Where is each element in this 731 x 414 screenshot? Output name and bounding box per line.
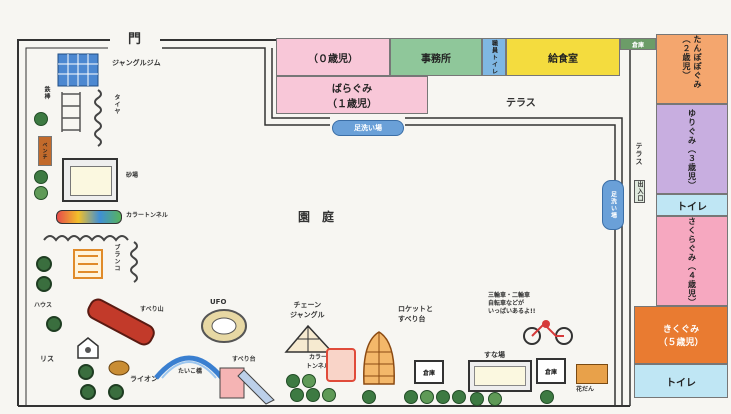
bush xyxy=(286,374,300,388)
bush xyxy=(290,388,304,402)
color-tunnel2-label: カラー トンネル xyxy=(306,354,330,370)
room-age0: （０歳児） xyxy=(276,38,390,76)
tire-icon xyxy=(94,89,102,147)
tire-label: タイヤ xyxy=(113,94,120,115)
jungle-gym-icon xyxy=(57,53,99,87)
bush xyxy=(362,390,376,404)
room-toilet-2: トイレ xyxy=(634,364,728,398)
sandpit-label: すな場 xyxy=(484,351,505,359)
bush xyxy=(420,390,434,404)
bush xyxy=(540,390,554,404)
room-corner: 倉庫 xyxy=(620,38,656,50)
sandbox-icon xyxy=(62,158,118,202)
bush xyxy=(306,388,320,402)
lion-icon xyxy=(108,360,130,376)
room-staff-toilet: 職員トイレ xyxy=(482,38,506,76)
ufo-icon xyxy=(201,309,247,343)
color-tunnel-label: カラートンネル xyxy=(126,212,168,219)
chain-jungle-label: チェーン ジャングル xyxy=(290,301,325,319)
bush xyxy=(34,170,48,184)
rocket-label: ロケットと すべり台 xyxy=(398,305,433,323)
yard-label: 園 庭 xyxy=(298,210,335,224)
rocket-icon xyxy=(363,331,395,385)
footwash-top: 足洗い場 xyxy=(332,120,404,136)
room-kiku-name: きくぐみ xyxy=(662,325,700,335)
bush xyxy=(322,388,336,402)
jungle-gym-label: ジャングルジム xyxy=(112,59,161,67)
bicycle-icon xyxy=(523,320,573,345)
slide-label: すべり台 xyxy=(232,356,256,363)
iron-bars-label: 鉄棒 xyxy=(43,86,50,100)
room-bara: ばらぐみ （１歳児） xyxy=(276,76,428,114)
entrance-side-label: 出入口 xyxy=(634,180,645,203)
swing-icon xyxy=(43,235,138,283)
room-kiku-age: （５歳児） xyxy=(658,338,704,348)
flowerbed-label: 花だん xyxy=(576,386,595,393)
tree xyxy=(46,316,62,332)
room-kiku: きくぐみ （５歳児） xyxy=(634,306,728,364)
bridge-icon xyxy=(154,355,224,380)
bench-box: ベンチ xyxy=(38,136,52,166)
slide-icon xyxy=(219,367,275,405)
sandbox-label: 砂場 xyxy=(126,172,139,179)
tree xyxy=(36,256,52,272)
terrace-label: テラス xyxy=(506,98,536,109)
storehouse-1: 倉庫 xyxy=(414,360,444,384)
footwash-right: 足洗い場 xyxy=(602,180,624,230)
bush xyxy=(452,390,466,404)
room-yuri: ゆりぐみ（３歳児） xyxy=(656,104,728,194)
tree xyxy=(80,384,96,400)
bikes-label: 三輪車・二輪車 自転車などが いっぱいあるよ!! xyxy=(488,292,536,315)
bush xyxy=(488,392,502,406)
flowerbed-icon xyxy=(576,364,608,384)
hill-icon xyxy=(87,298,155,346)
color-tunnel2-icon xyxy=(326,348,356,382)
bush xyxy=(302,374,316,388)
iron-bars-icon xyxy=(61,92,81,132)
bush xyxy=(404,390,418,404)
tree-house-label: ハウス xyxy=(34,302,53,309)
tree xyxy=(108,384,124,400)
lion-label: ライオン xyxy=(130,375,158,383)
bush xyxy=(470,392,484,406)
tree xyxy=(78,364,94,380)
bush xyxy=(34,186,48,200)
room-office: 事務所 xyxy=(390,38,482,76)
tree xyxy=(36,276,52,292)
room-toilet-1: トイレ xyxy=(656,194,728,216)
room-bara-name: ばらぐみ xyxy=(331,84,373,95)
swing-label: ブランコ xyxy=(113,244,120,272)
terrace-side-label: テラス xyxy=(635,142,643,166)
storehouse-2: 倉庫 xyxy=(536,358,566,384)
house-icon xyxy=(77,337,99,359)
chain-jungle-icon xyxy=(284,324,334,353)
bridge-label: たいこ橋 xyxy=(178,368,203,375)
room-sakura: さくらぐみ（４歳児） xyxy=(656,216,728,307)
room-kitchen: 給食室 xyxy=(506,38,620,76)
squirrel-label: リス xyxy=(40,355,54,363)
room-tanpopo: たんぽぽぐみ（２歳児） xyxy=(656,34,728,104)
hill-label: すべり山 xyxy=(140,306,164,313)
bush xyxy=(436,390,450,404)
gate-label: 門 xyxy=(128,32,142,47)
ufo-label: UFO xyxy=(210,298,227,306)
room-bara-age: （１歳児） xyxy=(327,99,377,110)
color-tunnel-icon xyxy=(56,210,122,224)
bush xyxy=(34,112,48,126)
sandpit-icon xyxy=(468,360,532,392)
